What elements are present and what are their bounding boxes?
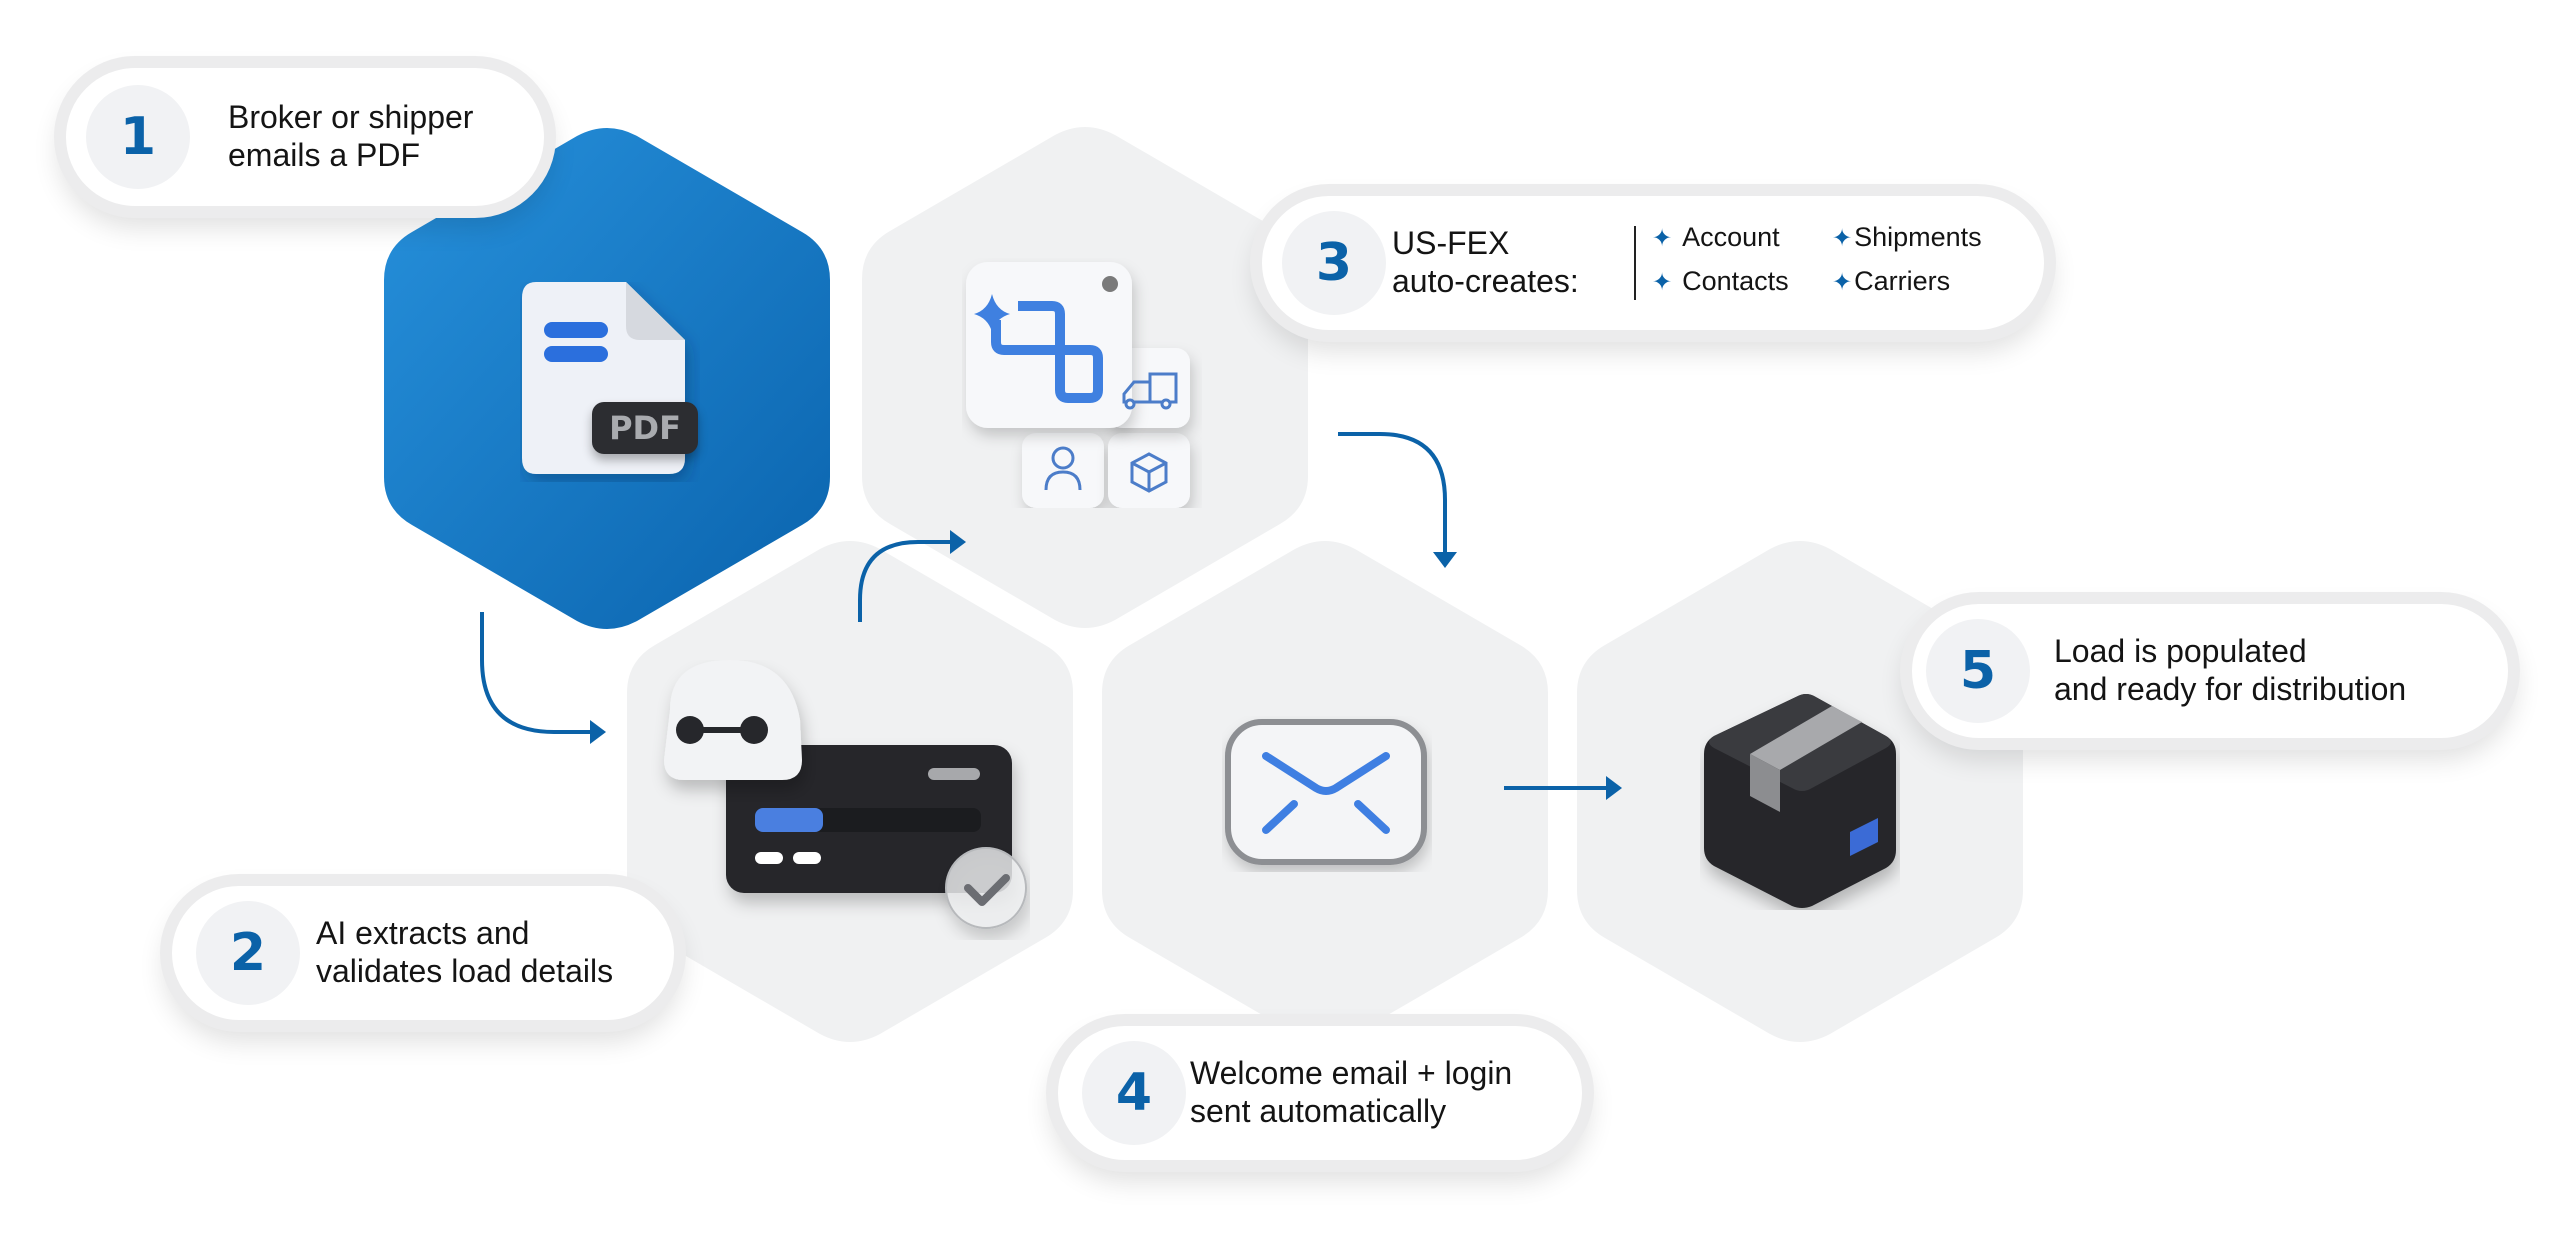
step-line-1: US-FEX [1392,225,1510,261]
created-item-shipments: ✦Shipments [1832,220,1992,256]
step-line-2: and ready for distribution [2054,671,2407,707]
step-card-3: 3 US-FEX auto-creates: ✦Account ✦Shipmen… [1262,196,2044,330]
app-tiles-icon [962,258,1202,508]
arrow-3-to-4 [1338,432,1447,552]
step-description: Broker or shipper emails a PDF [228,98,473,174]
step-line-2: validates load details [316,953,614,989]
step-description: Welcome email + login sent automatically [1190,1054,1512,1130]
item-label: Carriers [1854,266,1951,296]
step-number-badge: 2 [196,901,300,1005]
ai-robot-validation-icon [650,660,1030,940]
step-line-2: emails a PDF [228,137,421,173]
step-line-1: Welcome email + login [1190,1055,1513,1091]
step-line-1: Load is populated [2054,633,2307,669]
pdf-document-icon: PDF [520,282,700,482]
extraction-progress-bar [755,808,823,832]
item-label: Account [1682,222,1780,252]
pdf-label: PDF [592,402,698,454]
step-card-5: 5 Load is populated and ready for distri… [1912,604,2508,738]
package-box-icon [1700,690,1900,910]
step-card-4: 4 Welcome email + login sent automatical… [1058,1026,1582,1160]
step-card-2: 2 AI extracts and validates load details [172,886,674,1020]
step-card-1: 1 Broker or shipper emails a PDF [66,68,544,206]
step-description: AI extracts and validates load details [316,914,613,990]
sparkle-icon: ✦ [1832,225,1853,252]
step-number-badge: 4 [1082,1041,1186,1145]
step-number-badge: 5 [1926,619,2030,723]
arrow-1-to-2 [480,612,590,734]
envelope-icon [1222,716,1432,872]
auto-created-items: ✦Account ✦Shipments ✦Contacts ✦Carriers [1652,220,1992,300]
divider [1634,226,1636,300]
created-item-account: ✦ Account [1652,220,1832,256]
sparkle-icon: ✦ [1652,269,1673,296]
step-line-2: auto-creates: [1392,263,1579,299]
step-description: Load is populated and ready for distribu… [2054,632,2406,708]
step-number-badge: 1 [86,85,190,189]
step-description: US-FEX auto-creates: [1392,224,1579,300]
created-item-contacts: ✦ Contacts [1652,264,1832,300]
step-line-1: AI extracts and [316,915,530,951]
sparkle-icon: ✦ [1832,269,1853,296]
item-label: Contacts [1682,266,1789,296]
step-line-1: Broker or shipper [228,99,474,135]
sparkle-icon: ✦ [1652,225,1673,252]
step-line-2: sent automatically [1190,1093,1447,1129]
item-label: Shipments [1854,222,1982,252]
step-number-badge: 3 [1282,211,1386,315]
created-item-carriers: ✦Carriers [1832,264,1992,300]
